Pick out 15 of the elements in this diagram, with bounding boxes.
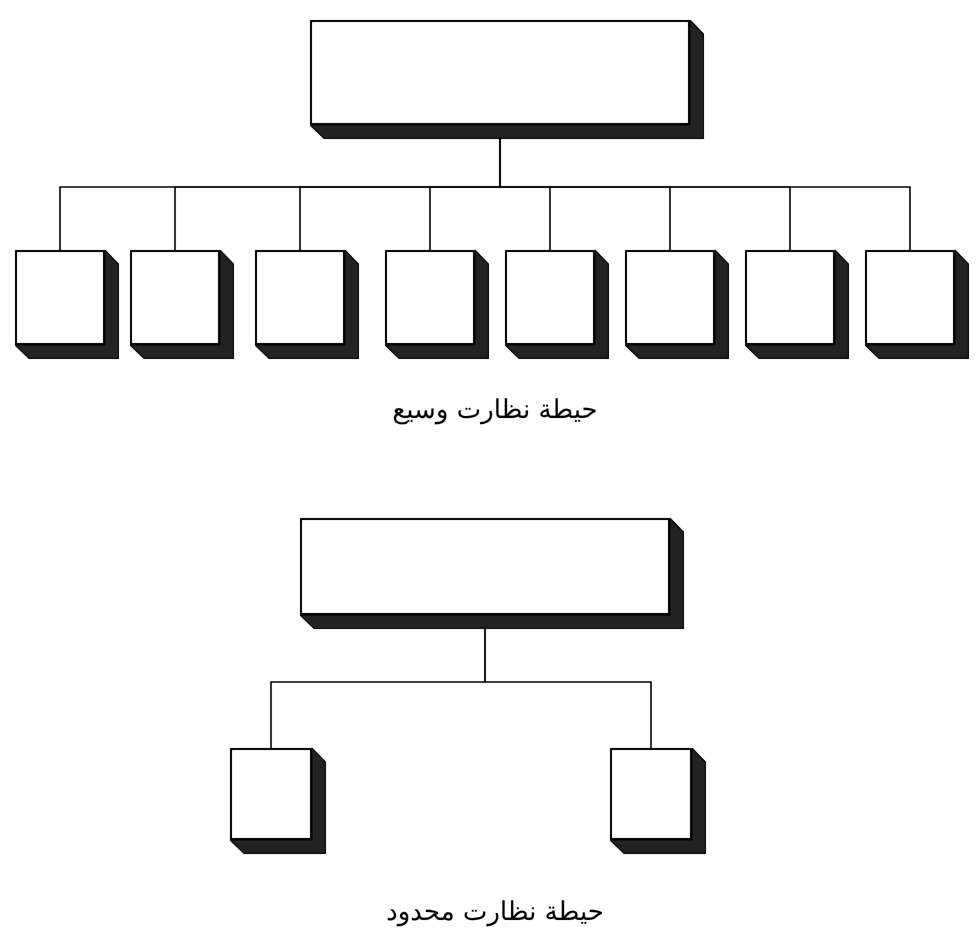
box (610, 748, 706, 854)
box (230, 748, 326, 854)
connector-line (484, 629, 652, 748)
box (745, 250, 849, 359)
box (300, 518, 684, 629)
box (625, 250, 729, 359)
caption: حيطة نظارت وسيع (392, 394, 598, 426)
caption: حيطة نظارت محدود (386, 896, 604, 928)
box (15, 250, 119, 359)
box (505, 250, 609, 359)
box (865, 250, 969, 359)
box (130, 250, 234, 359)
box (385, 250, 489, 359)
box (255, 250, 359, 359)
box (310, 20, 704, 139)
